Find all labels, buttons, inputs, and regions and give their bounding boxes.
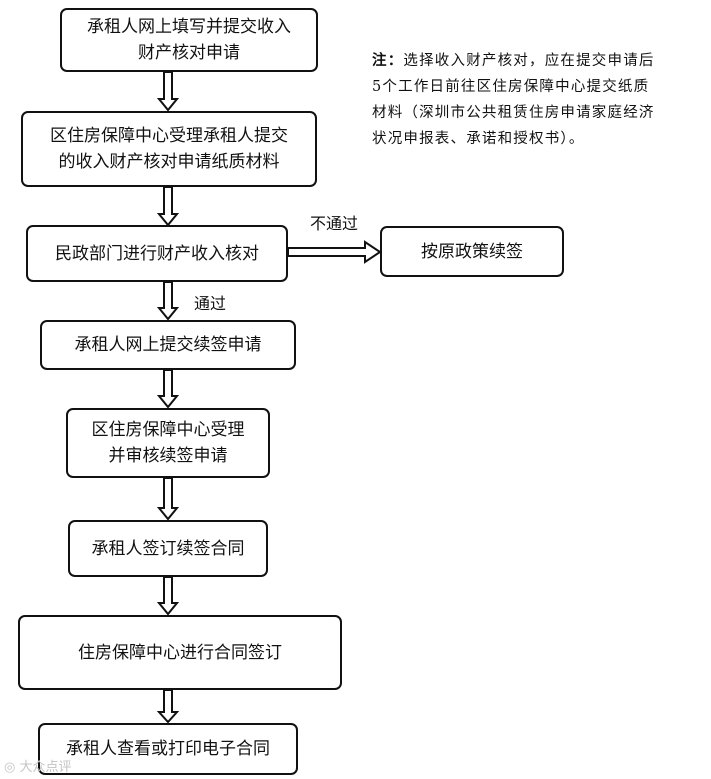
arrow-down-3	[156, 281, 180, 321]
arrow-down-5	[156, 477, 180, 521]
step-4-line-1: 承租人网上提交续签申请	[74, 335, 262, 355]
step-2-line-1: 区住房保障中心受理承租人提交	[50, 126, 288, 146]
note-body: 选择收入财产核对，应在提交申请后5个工作日前往区住房保障中心提交纸质材料（深圳市…	[372, 53, 655, 147]
step-5-line-1: 区住房保障中心受理	[91, 420, 245, 440]
note-prefix: 注：	[372, 52, 404, 69]
arrow-right-fail	[287, 240, 382, 264]
note-text: 注：选择收入财产核对，应在提交申请后5个工作日前往区住房保障中心提交纸质材料（深…	[372, 48, 664, 152]
step-7-box: 住房保障中心进行合同签订	[18, 615, 342, 690]
arrow-down-2	[156, 186, 180, 227]
watermark-logo: ◎ 大众点评	[4, 760, 72, 775]
arrow-down-1	[156, 71, 180, 112]
branch-box: 按原政策续签	[380, 226, 564, 277]
step-8-box: 承租人查看或打印电子合同	[38, 723, 298, 775]
step-1-line-1: 承租人网上填写并提交收入	[87, 17, 291, 37]
step-3-line-1: 民政部门进行财产收入核对	[55, 243, 259, 264]
step-7-line-1: 住房保障中心进行合同签订	[78, 642, 282, 663]
step-5-line-2: 并审核续签申请	[108, 446, 228, 466]
step-4-box: 承租人网上提交续签申请	[40, 320, 296, 370]
step-5-box: 区住房保障中心受理 并审核续签申请	[66, 408, 270, 478]
arrow-down-4	[156, 369, 180, 409]
arrow-down-7	[156, 689, 180, 724]
branch-label: 按原政策续签	[421, 241, 523, 262]
watermark-text: 大众点评	[19, 760, 72, 775]
arrow-down-6	[156, 576, 180, 616]
step-3-box: 民政部门进行财产收入核对	[26, 225, 288, 282]
step-6-line-1: 承租人签订续签合同	[91, 538, 245, 559]
edge-label-pass: 通过	[194, 294, 227, 313]
step-2-box: 区住房保障中心受理承租人提交 的收入财产核对申请纸质材料	[21, 111, 317, 187]
step-1-line-2: 财产核对申请	[138, 43, 240, 63]
edge-label-fail: 不通过	[310, 214, 359, 233]
step-1-box: 承租人网上填写并提交收入 财产核对申请	[60, 8, 318, 72]
step-2-line-2: 的收入财产核对申请纸质材料	[58, 152, 280, 172]
step-8-line-1: 承租人查看或打印电子合同	[66, 739, 270, 759]
step-6-box: 承租人签订续签合同	[68, 520, 268, 577]
